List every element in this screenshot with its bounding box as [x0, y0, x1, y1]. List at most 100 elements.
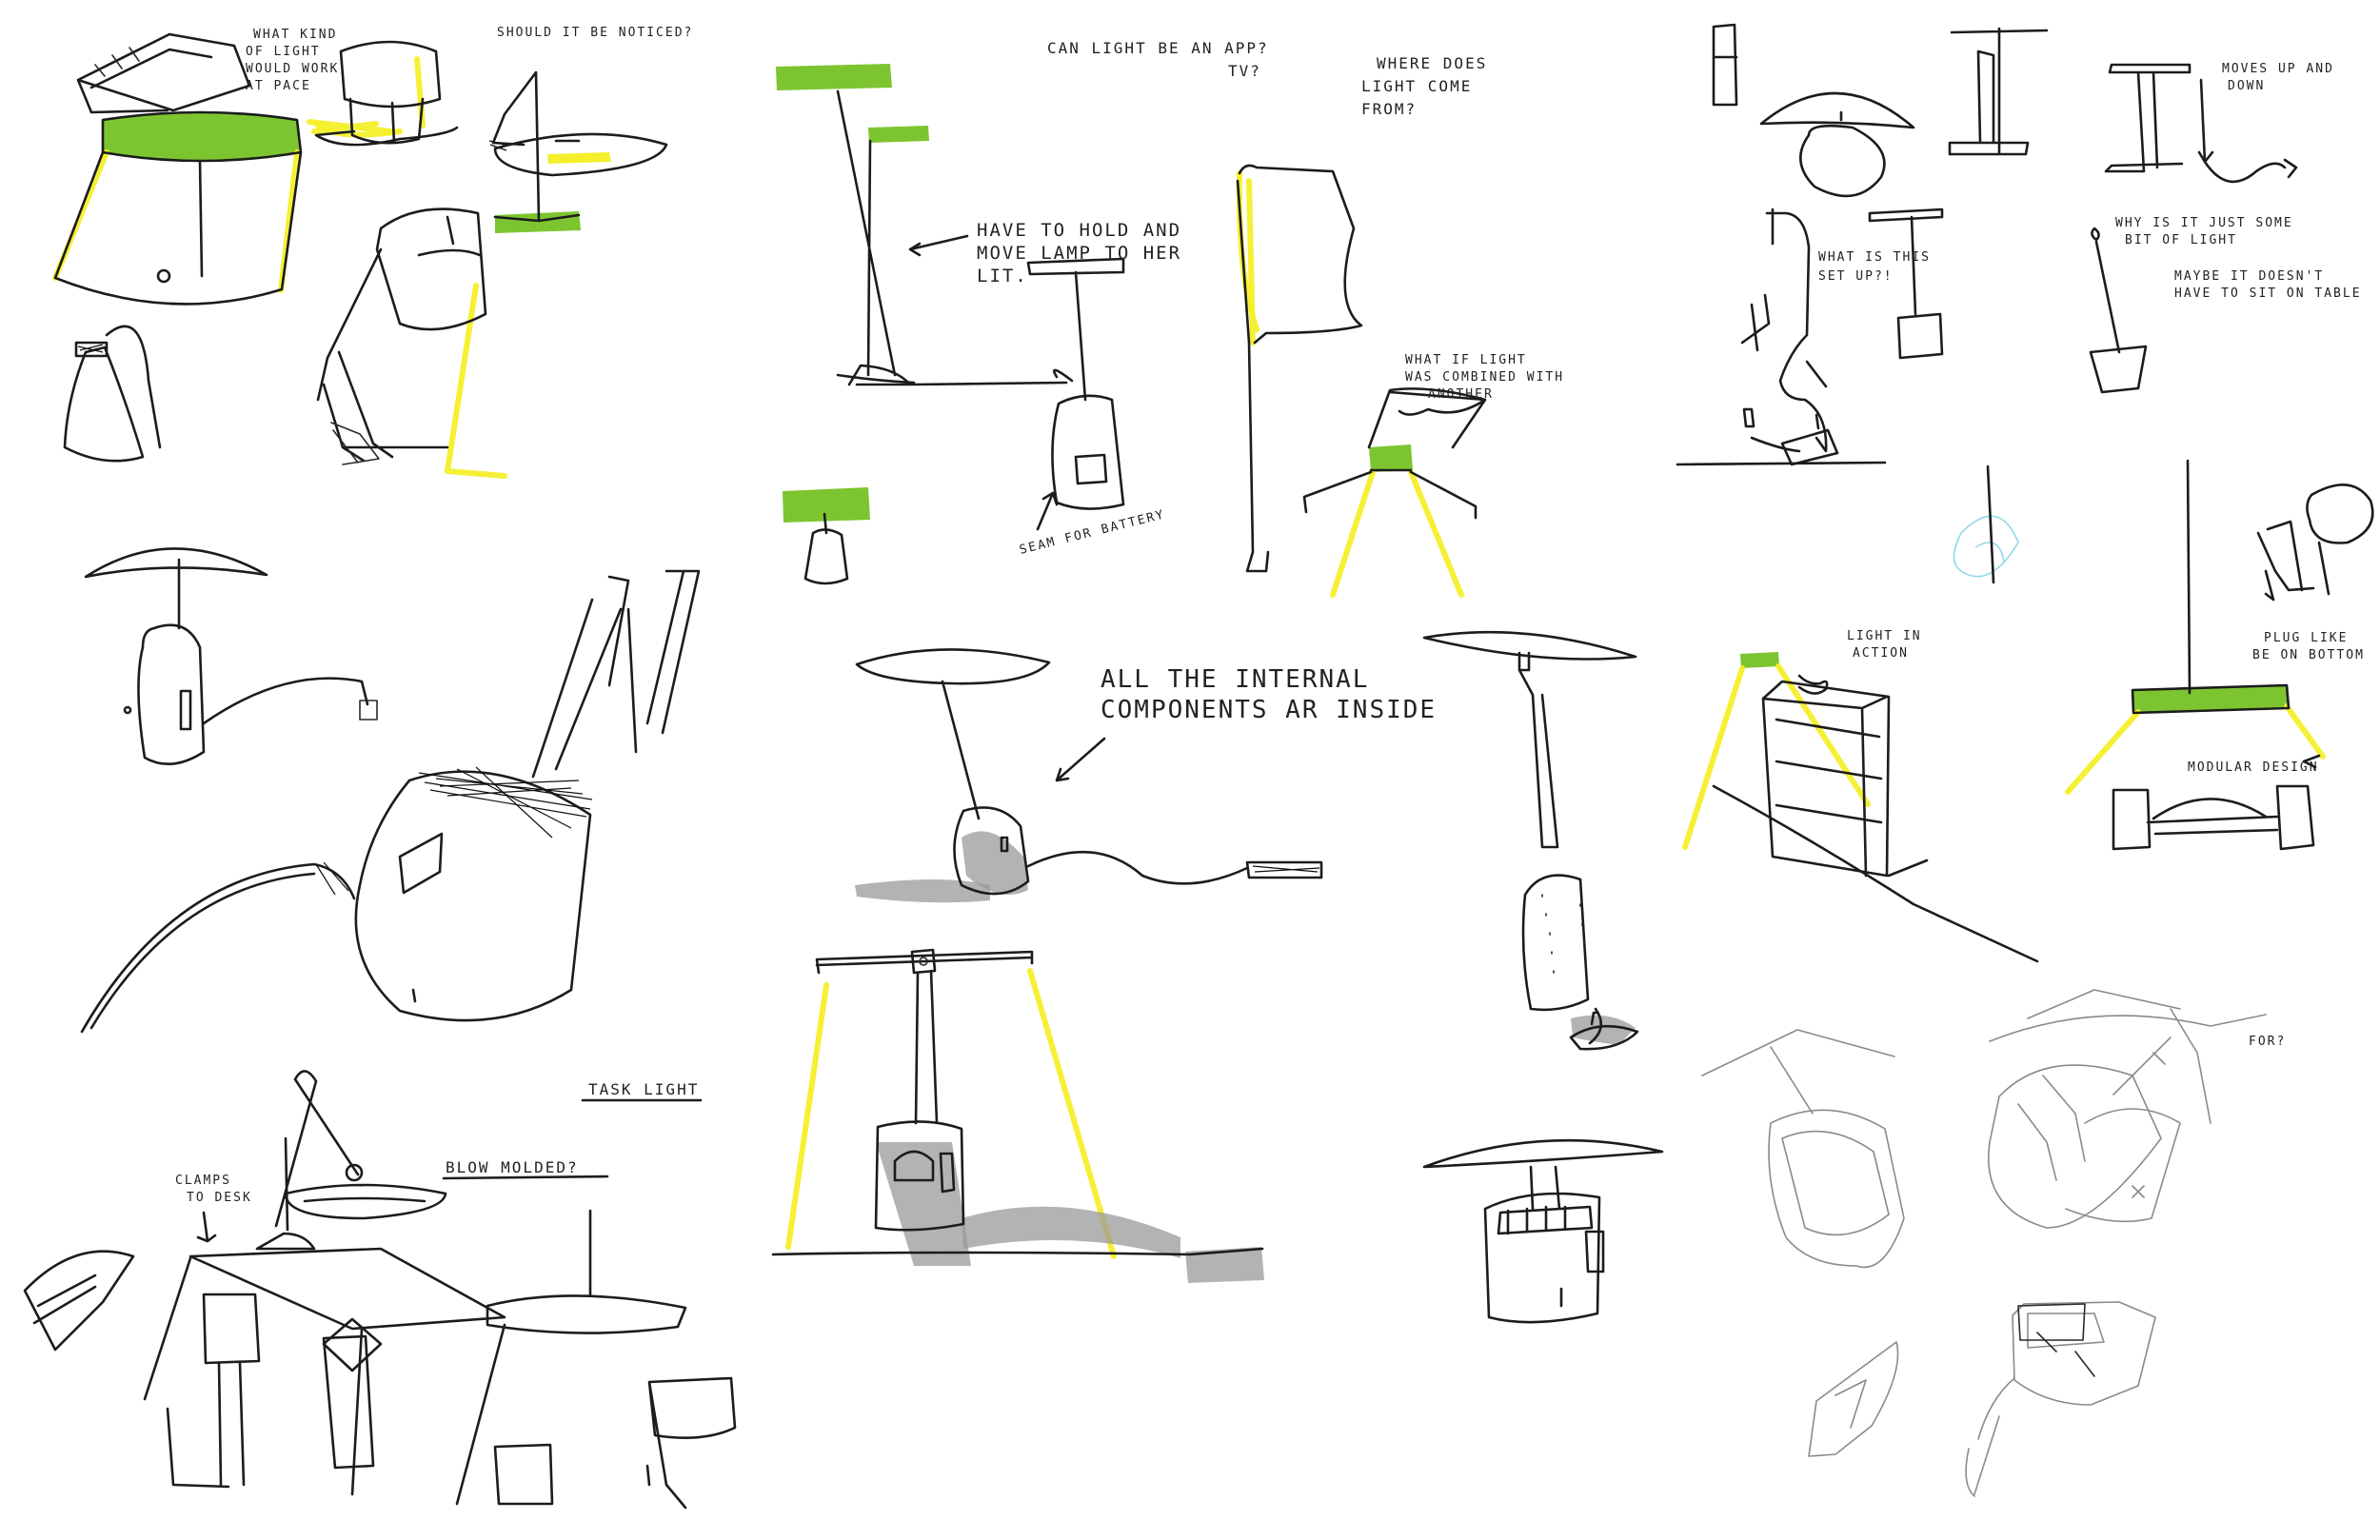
- bucket-lamp-6-hatch: [418, 766, 593, 839]
- suspended-light: [486, 1209, 687, 1334]
- umbrella-lamp-5: [84, 547, 369, 766]
- note-combined-2: WAS COMBINED WITH: [1405, 370, 1564, 385]
- up-down-lamp: [2104, 63, 2192, 173]
- yellow-beam-1: [52, 149, 300, 293]
- note-what-kind-3: WOULD WORK: [246, 62, 339, 76]
- portable-lamp: [1026, 257, 1125, 510]
- pencil-lamp-2: [1988, 989, 2267, 1229]
- t-lamp-1: [1948, 27, 2049, 156]
- note-combined-1: WHAT IF LIGHT: [1405, 353, 1527, 367]
- hanging-shade-1: [53, 110, 303, 306]
- bucket-lamp-4: [316, 207, 487, 463]
- bucket-lamp-7-dots: [1541, 894, 1585, 974]
- small-dome-lamp: [1569, 1011, 1639, 1051]
- pencil-lamp-2-x: [2132, 1052, 2166, 1198]
- pencil-lamp-3-ink: [2017, 1303, 2095, 1377]
- cane-lamp-base: [1780, 413, 1839, 466]
- umbrella-lamp-5-window: [179, 689, 192, 731]
- floor-lamp-cross: [836, 89, 1068, 386]
- drafting-lamp-3-hatch: [488, 140, 507, 151]
- note-where-2: LIGHT COME: [1361, 77, 1472, 95]
- note-hold-1: HAVE TO HOLD AND: [977, 220, 1181, 241]
- note-combined-3: ANOTHER: [1428, 387, 1494, 402]
- note-plug-2: BE ON BOTTOM: [2252, 648, 2365, 662]
- note-what-kind-4: AT PACE: [246, 79, 311, 93]
- dome-lamp-2: [314, 40, 459, 147]
- note-hold-2: MOVE LAMP TO HER: [977, 243, 1181, 264]
- note-what-kind-1: WHAT KIND: [253, 28, 337, 42]
- bucket-lamp-6-cordhatch: [315, 861, 349, 896]
- umbrella-lamp-5-plug: [359, 700, 378, 721]
- bookshelf: [1761, 674, 1891, 878]
- bucket-small: [493, 1443, 554, 1506]
- bucket-lamp-4-base: [330, 422, 380, 465]
- sit-lamp: [1868, 207, 1944, 360]
- plug-arrow: [2264, 569, 2275, 602]
- note-internal-1: ALL THE INTERNAL: [1101, 665, 1369, 694]
- note-internal-2: COMPONENTS AR INSIDE: [1101, 696, 1437, 724]
- note-action-2: ACTION: [1853, 646, 1909, 661]
- combined-lamp-beams: [1302, 470, 1478, 520]
- note-why-1: WHY IS IT JUST SOME: [2115, 216, 2293, 230]
- desk-surface: [143, 1247, 506, 1506]
- cone-shade-2: [23, 1250, 135, 1352]
- bucket-lamp-6-stems: [531, 569, 701, 779]
- green-lamp5-shade: [776, 64, 892, 90]
- bucket-lamp-6-arc: [80, 862, 356, 1034]
- mushroom-lamp-hatch: [1252, 865, 1320, 873]
- divider-line-right: [1676, 461, 1887, 466]
- note-task: TASK LIGHT: [588, 1080, 699, 1098]
- small-green-lamp: [803, 512, 849, 585]
- desk-boxes: [166, 1293, 375, 1489]
- hanging-shade-1-knob: [156, 268, 171, 284]
- note-seam: SEAM FOR BATTERY: [1018, 507, 1166, 558]
- grey-shade-2: [855, 879, 990, 903]
- stick-lamp: [2089, 227, 2148, 394]
- green-lamp9-shelf: [1740, 652, 1779, 668]
- modular-arrow: [2302, 754, 2321, 769]
- shelf-floor: [1712, 784, 2039, 963]
- marker-layer: [52, 56, 2326, 1283]
- notes-layer: WHAT KIND OF LIGHT WOULD WORK AT PACE SH…: [175, 26, 2365, 1205]
- note-maybe-2: HAVE TO SIT ON TABLE: [2174, 286, 2362, 301]
- grey-shade-1: [962, 831, 1028, 895]
- note-clamps-1: CLAMPS: [175, 1174, 231, 1188]
- pendant-frame-dot: [919, 957, 928, 966]
- note-moves-1: MOVES UP AND: [2222, 62, 2334, 76]
- hold-arrow: [908, 234, 969, 257]
- bucket-lamp-6: [354, 770, 592, 1022]
- clamp-task-lamp: [255, 1070, 360, 1251]
- green-lamp3-top: [547, 152, 611, 164]
- note-why-2: BIT OF LIGHT: [2125, 233, 2237, 247]
- note-for: FOR?: [2249, 1035, 2286, 1049]
- umbrella-lamp-5-dot: [123, 705, 132, 715]
- note-where-1: WHERE DOES: [1377, 54, 1487, 72]
- pendant-frame: [815, 948, 1034, 975]
- pendant-bar: [2131, 683, 2291, 715]
- pencil-lamp-5: [1965, 1377, 2015, 1497]
- green-lamp10-bar: [2132, 685, 2289, 713]
- cyan-pencil-scribble: [1953, 515, 2019, 578]
- up-down-arrow: [2197, 78, 2298, 184]
- note-app-1: CAN LIGHT BE AN APP?: [1047, 39, 1269, 57]
- seam-arrow: [1036, 491, 1059, 531]
- mushroom-lamp: [855, 648, 1323, 896]
- mushroom-floor-lamp: [1422, 630, 1637, 849]
- note-clamps-2: TO DESK: [187, 1191, 252, 1205]
- note-blow: BLOW MOLDED?: [446, 1158, 579, 1176]
- modular-lamp: [2112, 784, 2315, 851]
- green-lamp6: [783, 487, 870, 523]
- desk-cube: [322, 1317, 383, 1372]
- cone-lamp-1: [63, 325, 162, 463]
- plug-lamp: [2256, 484, 2374, 596]
- note-maybe-1: MAYBE IT DOESN'T: [2174, 269, 2324, 284]
- note-action-1: LIGHT IN: [1847, 629, 1922, 643]
- ring-lamp: [1759, 91, 1915, 198]
- small-box-sketch: [1712, 23, 1738, 107]
- note-plug-1: PLUG LIKE: [2264, 631, 2348, 645]
- clamp-oval: [284, 1183, 447, 1220]
- note-blow-underline: [442, 1175, 609, 1180]
- pencil-lamp-1: [1701, 1029, 1905, 1269]
- note-setup-1: WHAT IS THIS: [1818, 250, 1931, 265]
